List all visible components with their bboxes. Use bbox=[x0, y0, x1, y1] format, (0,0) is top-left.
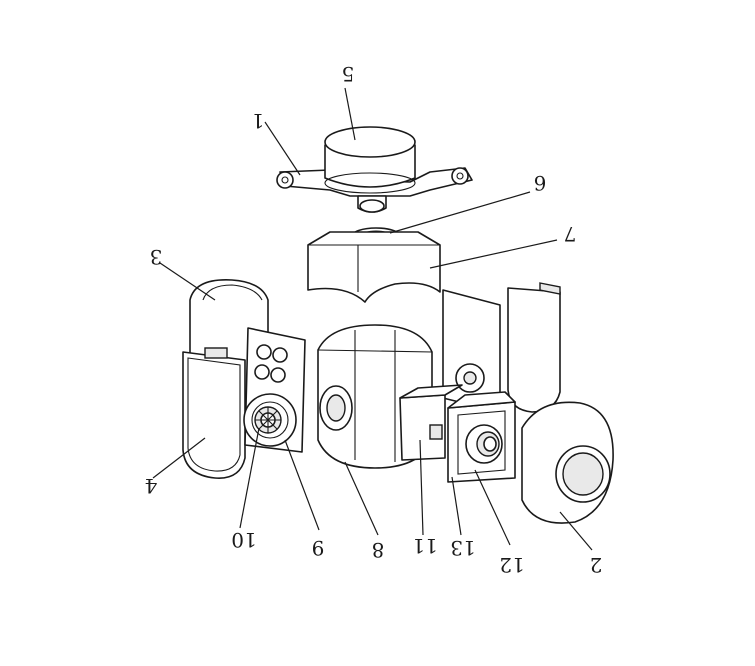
label-2: 2 bbox=[590, 553, 603, 577]
label-1: 1 bbox=[252, 109, 265, 133]
right-housing-shell bbox=[507, 282, 561, 413]
label-6: 6 bbox=[534, 171, 547, 195]
part-5-motor bbox=[324, 126, 416, 194]
label-10: 10 bbox=[231, 528, 256, 552]
reference-numerals: 5 1 6 7 3 4 10 9 8 11 13 12 2 bbox=[145, 62, 603, 577]
part-4-front-cover bbox=[182, 347, 246, 479]
label-9: 9 bbox=[312, 536, 325, 560]
label-3: 3 bbox=[150, 245, 163, 269]
label-7: 7 bbox=[564, 222, 577, 246]
part-9-pcb-board bbox=[243, 327, 306, 453]
bracket-shaft bbox=[357, 195, 387, 213]
label-4: 4 bbox=[145, 474, 158, 498]
part-12-lens bbox=[465, 424, 503, 464]
part-10-lens-ring bbox=[254, 406, 282, 434]
label-12: 12 bbox=[499, 553, 524, 577]
label-5: 5 bbox=[342, 62, 355, 86]
leader-lines bbox=[152, 87, 593, 551]
label-11: 11 bbox=[412, 534, 437, 558]
mid-plate bbox=[442, 289, 501, 413]
part-7-yoke-block bbox=[307, 231, 441, 303]
label-13: 13 bbox=[450, 536, 475, 560]
label-8: 8 bbox=[372, 538, 385, 562]
part-11-sensor-module bbox=[399, 384, 463, 461]
part-2-dome-cover bbox=[521, 401, 614, 524]
